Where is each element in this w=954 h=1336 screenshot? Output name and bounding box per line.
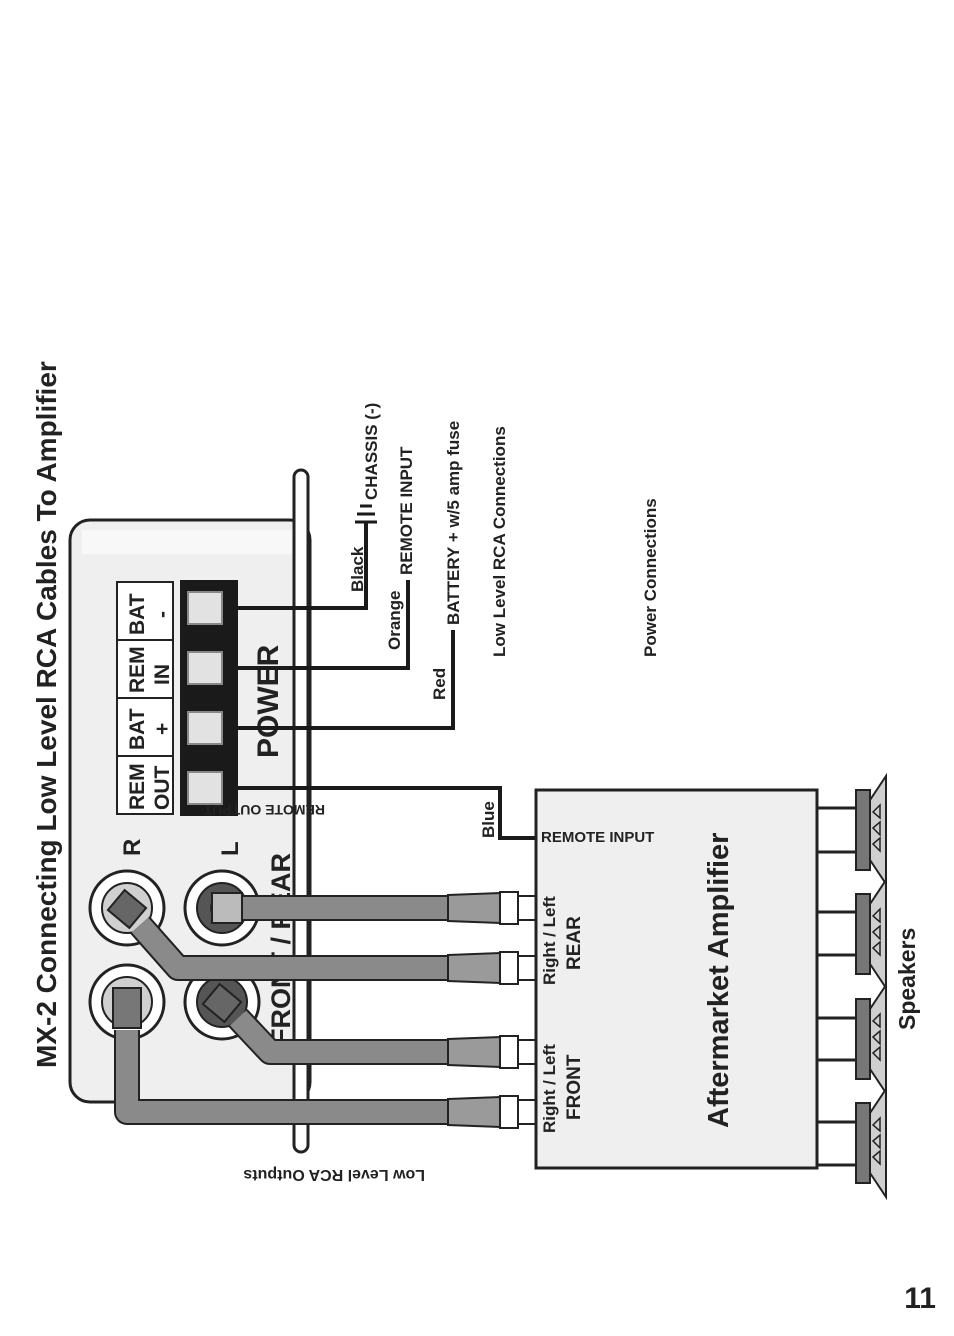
page-title: MX-2 Connecting Low Level RCA Cables To … — [31, 361, 62, 1068]
power-note: Power Connections — [641, 498, 660, 657]
rca-plug — [211, 892, 243, 924]
wire-red-label: Red — [430, 668, 449, 700]
terminal-bat-minus-bottom: - — [151, 611, 174, 618]
terminal-rem-out-bottom: OUT — [151, 766, 174, 811]
speakers-label: Speakers — [894, 928, 920, 1030]
terminal-rem-in-bottom: IN — [151, 664, 174, 685]
amp-title: Aftermarket Amplifier — [703, 833, 735, 1128]
remote-output-label: REMOTE OUTPUT — [203, 802, 325, 818]
battery-label: BATTERY + w/5 amp fuse — [444, 421, 463, 625]
amp-remote-input-label: REMOTE INPUT — [541, 829, 654, 846]
rca-outputs-label: Low Level RCA Outputs — [243, 1166, 425, 1183]
front-rear-label: FRONT / REAR — [266, 853, 296, 1045]
terminal-rem-in-top: REM — [126, 646, 149, 693]
rca-plug — [447, 951, 537, 985]
terminal-block — [180, 580, 238, 816]
speaker-icon — [855, 876, 887, 992]
terminal-bat-minus-top: BAT — [126, 593, 149, 635]
screw-terminal — [187, 591, 223, 625]
amp-front-line2: FRONT — [564, 1054, 585, 1120]
screw-terminal — [187, 651, 223, 685]
wire-orange-label: Orange — [385, 590, 404, 650]
wire-black-label: Black — [348, 546, 367, 592]
rca-plug — [201, 982, 243, 1024]
power-wires: Black CHASSIS (-) Orange REMOTE INPUT Re… — [238, 403, 536, 840]
rca-plug — [106, 888, 148, 930]
amp-rear-line2: REAR — [564, 916, 585, 970]
channel-r-label: R — [119, 839, 146, 856]
terminal-labels: REM OUT BAT + REM IN BAT - — [116, 581, 174, 815]
low-level-note: Low Level RCA Connections — [490, 426, 509, 657]
speaker-icon — [855, 772, 887, 888]
screw-terminal — [187, 711, 223, 745]
terminal-bat-plus-top: BAT — [126, 708, 149, 750]
screw-terminal — [187, 771, 223, 805]
rca-plug — [447, 891, 537, 925]
rca-cables — [106, 888, 537, 1129]
amp-front-line1: Right / Left — [540, 1044, 559, 1133]
speaker-icon — [855, 1085, 887, 1201]
channel-l-label: L — [217, 841, 244, 856]
rca-plug — [112, 987, 142, 1029]
amplifier: REMOTE INPUT Right / Left REAR Right / L… — [534, 788, 819, 1170]
terminal-bat-plus-bottom: + — [151, 723, 174, 735]
wire-blue-label: Blue — [479, 801, 498, 838]
remote-input-wire-label: REMOTE INPUT — [397, 446, 416, 575]
power-label: POWER — [252, 644, 285, 758]
mx2-unit: REM OUT BAT + REM IN BAT - POWER R L FRO… — [68, 468, 425, 1183]
mx2-flange — [292, 468, 310, 1154]
speaker-wires — [817, 806, 858, 1167]
terminal-rem-out-top: REM — [126, 763, 149, 810]
chassis-label: CHASSIS (-) — [362, 403, 381, 500]
rca-plug — [447, 1035, 537, 1069]
amp-rear-line1: Right / Left — [540, 896, 559, 985]
page-number: 11 — [904, 1282, 936, 1315]
rca-plug — [447, 1095, 537, 1129]
speaker-icon — [855, 981, 887, 1097]
